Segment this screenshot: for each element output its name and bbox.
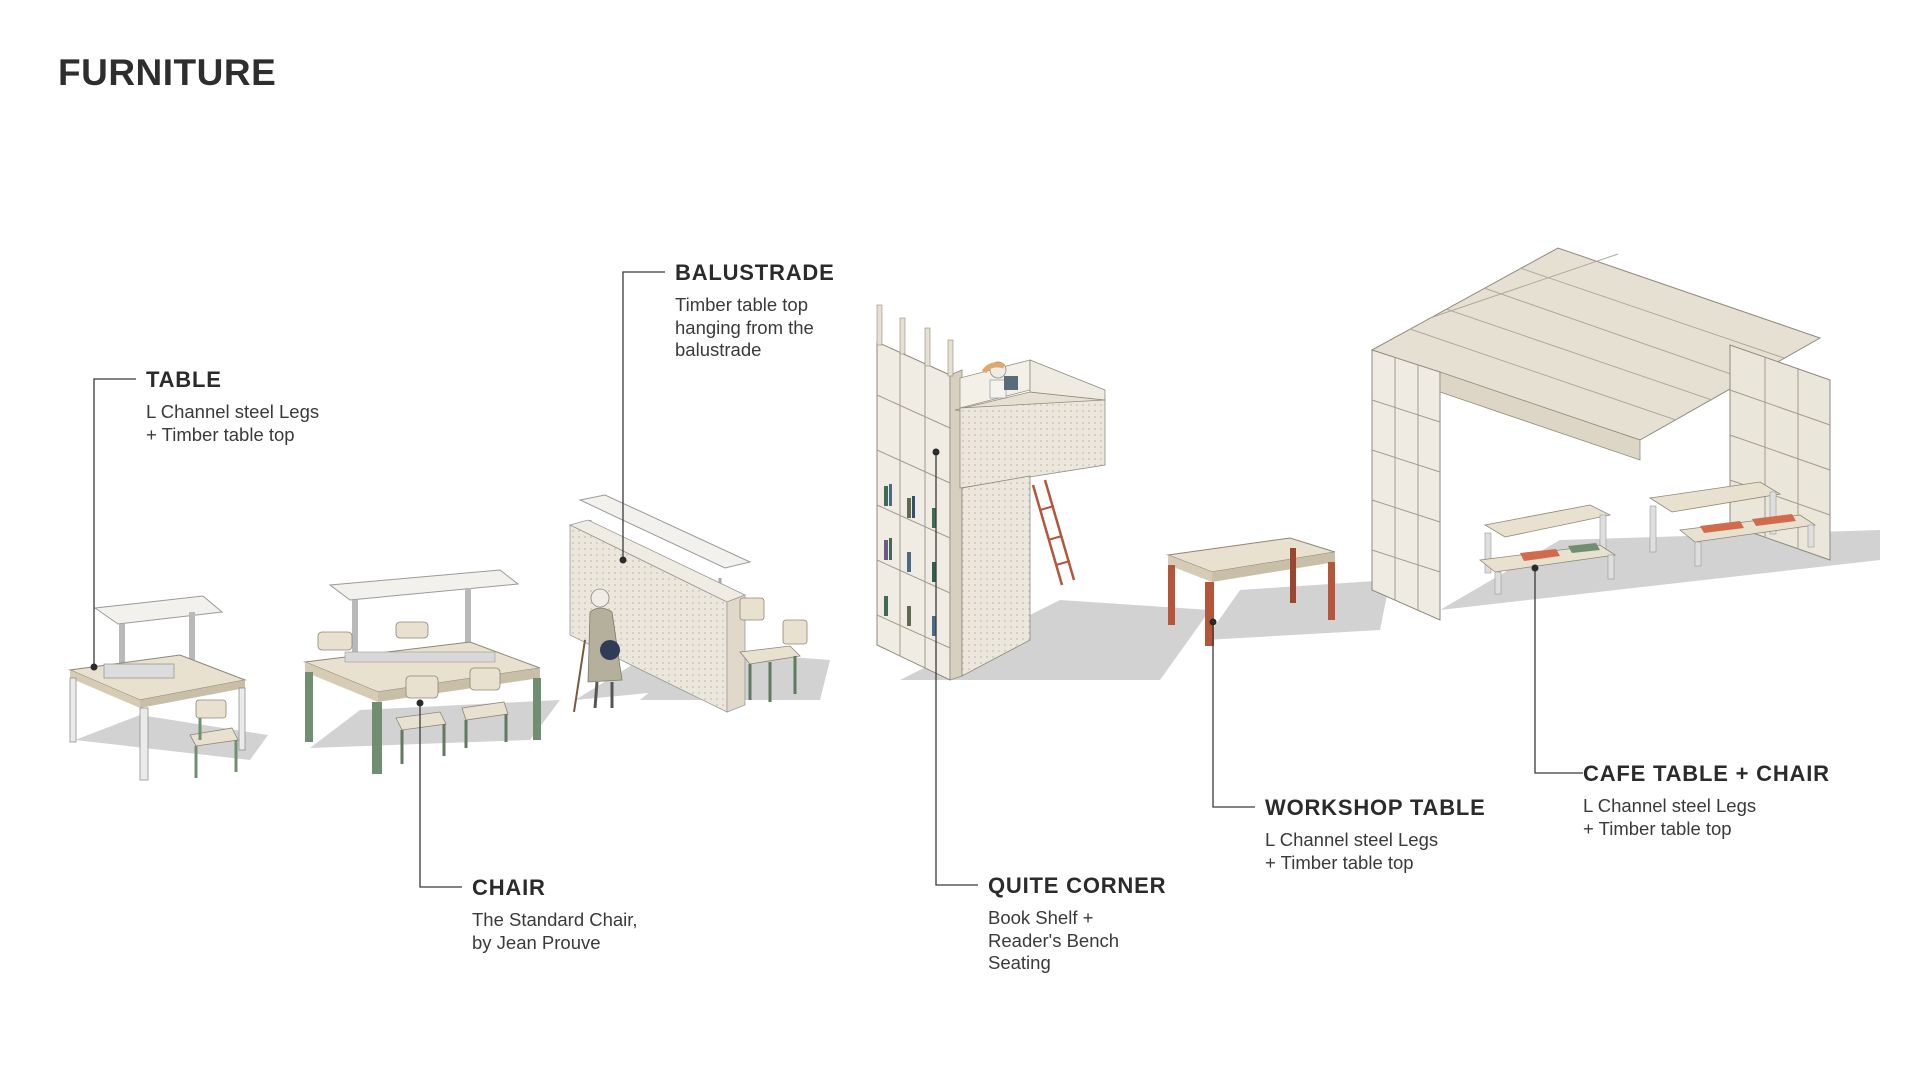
- table-illustration: [68, 595, 247, 781]
- leader-dot-chair: [416, 699, 424, 707]
- workshop-table-illustration: [1166, 537, 1336, 646]
- callout-workshop-table: WORKSHOP TABLE L Channel steel Legs + Ti…: [1265, 795, 1486, 874]
- quite-corner-illustration: [876, 304, 1106, 681]
- leader-table: [93, 378, 136, 667]
- balustrade-illustration: [568, 494, 808, 713]
- leader-dot-balustrade: [619, 556, 627, 564]
- callout-desc-balustrade: Timber table top hanging from the balust…: [675, 294, 814, 360]
- leader-chair: [419, 703, 462, 888]
- leader-balustrade: [622, 271, 665, 560]
- page-title: FURNITURE: [58, 52, 277, 93]
- callout-title-chair: CHAIR: [472, 875, 546, 900]
- cafe-table-chair-illustration: [1370, 247, 1831, 621]
- callout-desc-cafe: L Channel steel Legs + Timber table top: [1583, 795, 1757, 839]
- callout-desc-quite-corner: Book Shelf + Reader's Bench Seating: [988, 907, 1120, 973]
- callout-title-cafe: CAFE TABLE + CHAIR: [1583, 761, 1830, 786]
- leader-cafe: [1534, 568, 1583, 774]
- callout-title-table: TABLE: [146, 367, 222, 392]
- callout-desc-table: L Channel steel Legs + Timber table top: [146, 401, 320, 445]
- callout-cafe: CAFE TABLE + CHAIR L Channel steel Legs …: [1583, 761, 1830, 840]
- callout-desc-chair: The Standard Chair, by Jean Prouve: [472, 909, 638, 953]
- leader-quite-corner: [935, 452, 978, 886]
- callout-title-workshop-table: WORKSHOP TABLE: [1265, 795, 1486, 820]
- callout-table: TABLE L Channel steel Legs + Timber tabl…: [146, 367, 319, 446]
- callout-title-balustrade: BALUSTRADE: [675, 260, 835, 285]
- chair-illustration: [303, 569, 541, 774]
- leader-dot-table: [90, 663, 98, 671]
- leader-dot-workshop-table: [1209, 618, 1217, 626]
- callout-balustrade: BALUSTRADE Timber table top hanging from…: [675, 260, 835, 362]
- leader-lines: [90, 271, 1583, 888]
- leader-workshop-table: [1212, 622, 1255, 808]
- callout-title-quite-corner: QUITE CORNER: [988, 873, 1167, 898]
- callout-desc-workshop-table: L Channel steel Legs + Timber table top: [1265, 829, 1439, 873]
- leader-dot-cafe: [1531, 564, 1539, 572]
- leader-dot-quite-corner: [932, 448, 940, 456]
- callout-chair: CHAIR The Standard Chair, by Jean Prouve: [472, 875, 638, 954]
- callout-quite-corner: QUITE CORNER Book Shelf + Reader's Bench…: [988, 873, 1166, 975]
